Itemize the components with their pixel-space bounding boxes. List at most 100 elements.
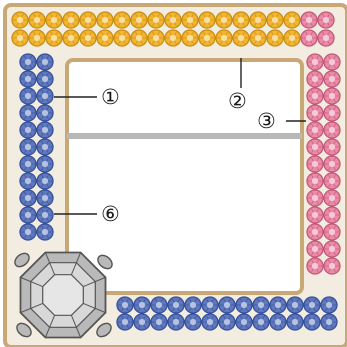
blue-rhinestone: [37, 105, 53, 121]
blue-rhinestone: [37, 173, 53, 189]
pink-rhinestone: [324, 88, 340, 104]
yellow-rhinestone: [233, 30, 249, 46]
blue-rhinestone: [304, 297, 320, 313]
pink-rhinestone: [307, 258, 323, 274]
pink-rhinestone: [307, 190, 323, 206]
yellow-rhinestone: [250, 12, 266, 28]
yellow-rhinestone: [46, 12, 62, 28]
pink-rhinestone: [307, 105, 323, 121]
pink-rhinestone: [307, 224, 323, 240]
blue-rhinestone: [117, 314, 133, 330]
pink-rhinestone: [324, 190, 340, 206]
pink-rhinestone: [324, 54, 340, 70]
yellow-rhinestone: [233, 12, 249, 28]
yellow-rhinestone: [148, 12, 164, 28]
callout-label-3: ③: [257, 109, 276, 133]
blue-rhinestone: [168, 314, 184, 330]
yellow-rhinestone: [131, 12, 147, 28]
pink-rhinestone: [324, 258, 340, 274]
blue-rhinestone: [37, 71, 53, 87]
pink-rhinestone: [324, 224, 340, 240]
blue-rhinestone: [20, 105, 36, 121]
pink-rhinestone: [307, 241, 323, 257]
blue-rhinestone: [37, 88, 53, 104]
blue-rhinestone: [236, 314, 252, 330]
yellow-rhinestone: [12, 12, 28, 28]
yellow-rhinestone: [182, 30, 198, 46]
blue-rhinestone: [270, 314, 286, 330]
yellow-rhinestone: [114, 30, 130, 46]
yellow-rhinestone: [216, 30, 232, 46]
blue-rhinestone: [151, 314, 167, 330]
blue-rhinestone: [20, 54, 36, 70]
yellow-rhinestone: [199, 30, 215, 46]
blue-rhinestone: [20, 71, 36, 87]
pink-rhinestone: [307, 156, 323, 172]
yellow-rhinestone: [80, 12, 96, 28]
blue-rhinestone: [253, 314, 269, 330]
pink-rhinestone: [307, 122, 323, 138]
yellow-rhinestone: [29, 12, 45, 28]
yellow-rhinestone: [267, 30, 283, 46]
pink-rhinestone: [318, 12, 334, 28]
blue-rhinestone: [37, 224, 53, 240]
blue-rhinestone: [253, 297, 269, 313]
yellow-rhinestone: [165, 30, 181, 46]
pink-rhinestone: [307, 54, 323, 70]
pink-rhinestone: [324, 173, 340, 189]
yellow-rhinestone: [29, 30, 45, 46]
yellow-rhinestone: [97, 12, 113, 28]
yellow-rhinestone: [80, 30, 96, 46]
pink-rhinestone: [324, 241, 340, 257]
blue-rhinestone: [236, 297, 252, 313]
blue-rhinestone: [20, 88, 36, 104]
yellow-rhinestone: [165, 12, 181, 28]
yellow-rhinestone: [63, 30, 79, 46]
blue-rhinestone: [321, 297, 337, 313]
blue-rhinestone: [20, 224, 36, 240]
pink-rhinestone: [324, 105, 340, 121]
pink-rhinestone: [324, 122, 340, 138]
blue-rhinestone: [202, 297, 218, 313]
blue-rhinestone: [168, 297, 184, 313]
blue-rhinestone: [134, 297, 150, 313]
blue-rhinestone: [202, 314, 218, 330]
blue-rhinestone: [37, 122, 53, 138]
blue-rhinestone: [117, 297, 133, 313]
blue-rhinestone: [37, 54, 53, 70]
yellow-rhinestone: [199, 12, 215, 28]
blue-rhinestone: [304, 314, 320, 330]
pink-rhinestone: [318, 30, 334, 46]
blue-rhinestone: [287, 297, 303, 313]
pink-rhinestone: [324, 139, 340, 155]
yellow-rhinestone: [148, 30, 164, 46]
pink-rhinestone: [307, 139, 323, 155]
blue-rhinestone: [20, 173, 36, 189]
blue-rhinestone: [20, 190, 36, 206]
pink-rhinestone: [307, 88, 323, 104]
blue-rhinestone: [321, 314, 337, 330]
yellow-rhinestone: [46, 30, 62, 46]
blue-rhinestone: [219, 314, 235, 330]
pink-rhinestone: [324, 156, 340, 172]
yellow-rhinestone: [250, 30, 266, 46]
yellow-rhinestone: [182, 12, 198, 28]
yellow-rhinestone: [12, 30, 28, 46]
yellow-rhinestone: [97, 30, 113, 46]
pink-rhinestone: [301, 30, 317, 46]
blue-rhinestone: [185, 297, 201, 313]
yellow-rhinestone: [284, 30, 300, 46]
pink-rhinestone: [324, 71, 340, 87]
blue-rhinestone: [270, 297, 286, 313]
blue-rhinestone: [37, 190, 53, 206]
blue-rhinestone: [219, 297, 235, 313]
yellow-rhinestone: [284, 12, 300, 28]
yellow-rhinestone: [114, 12, 130, 28]
pink-rhinestone: [301, 12, 317, 28]
pink-rhinestone: [307, 173, 323, 189]
blue-rhinestone: [37, 139, 53, 155]
yellow-rhinestone: [267, 12, 283, 28]
blue-rhinestone: [37, 207, 53, 223]
blue-rhinestone: [151, 297, 167, 313]
